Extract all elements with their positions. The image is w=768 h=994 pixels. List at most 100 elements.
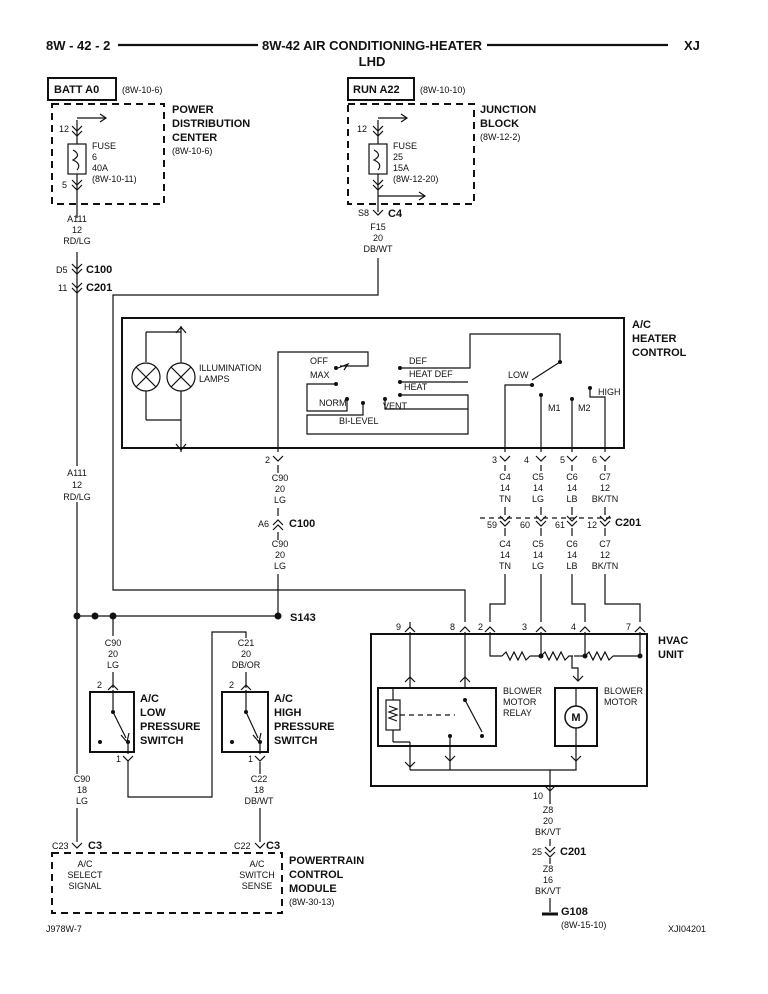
conn-c100-top: C100 [86, 264, 112, 276]
svg-text:DB/WT: DB/WT [364, 244, 393, 254]
svg-text:BK/VT: BK/VT [535, 827, 562, 837]
illumination-lamps: ILLUMINATION LAMPS [131, 326, 261, 452]
blower-wires: C4 14 TN C5 14 LG C6 14 LB C7 12 BK/TN 5… [480, 465, 641, 622]
jb-name-2: BLOCK [480, 118, 519, 130]
switch-sense-3: SENSE [242, 881, 273, 891]
svg-text:61: 61 [555, 520, 565, 530]
svg-text:20: 20 [275, 550, 285, 560]
svg-text:LG: LG [76, 796, 88, 806]
svg-text:12: 12 [600, 483, 610, 493]
svg-text:12: 12 [72, 480, 82, 490]
svg-text:1: 1 [116, 754, 121, 764]
svg-text:3: 3 [492, 455, 497, 465]
high-switch-l3: PRESSURE [274, 721, 335, 733]
svg-text:DB/OR: DB/OR [232, 660, 261, 670]
pcm-name-2: CONTROL [289, 869, 344, 881]
svg-text:HEAT: HEAT [404, 382, 428, 392]
page-number: 8W - 42 - 2 [46, 38, 110, 53]
mode-switch: OFF MAX NORM VENT BI-LEVEL DEF HEAT DEF … [277, 333, 561, 452]
page-footer: J978W-7 XJI04201 [46, 924, 706, 934]
svg-text:TN: TN [499, 561, 511, 571]
conn-c100-mid: C100 [289, 518, 315, 530]
svg-text:C23: C23 [52, 841, 69, 851]
svg-text:BK/TN: BK/TN [592, 561, 619, 571]
svg-text:16: 16 [543, 875, 553, 885]
svg-text:A6: A6 [258, 519, 269, 529]
conn-c201-bot: C201 [560, 846, 586, 858]
svg-text:2: 2 [97, 680, 102, 690]
illum-label-1: ILLUMINATION [199, 363, 261, 373]
a111-feed: A111 12 RD/LG D5 C100 11 C201 A111 12 RD… [55, 214, 112, 615]
svg-text:2: 2 [265, 455, 270, 465]
conn-c201-mid: C201 [615, 517, 641, 529]
pdc-name-2: DISTRIBUTION [172, 118, 250, 130]
hvac-title-1: HVAC [658, 635, 688, 647]
svg-text:14: 14 [533, 483, 543, 493]
control-title-1: A/C [632, 319, 651, 331]
svg-text:F15: F15 [370, 222, 386, 232]
svg-text:HEAT DEF: HEAT DEF [409, 369, 453, 379]
svg-text:14: 14 [500, 550, 510, 560]
svg-text:C22: C22 [251, 774, 268, 784]
svg-text:LG: LG [274, 495, 286, 505]
svg-text:14: 14 [500, 483, 510, 493]
batt-fuse-block: BATT A0 (8W-10-6) 12 5 FUSE 6 40A (8W-10… [47, 77, 250, 218]
svg-text:4: 4 [524, 455, 529, 465]
svg-text:25: 25 [532, 847, 542, 857]
run-label: RUN A22 [353, 84, 400, 96]
blower-switch: LOW M1 M2 HIGH [504, 360, 621, 452]
svg-text:MAX: MAX [310, 370, 330, 380]
control-title-3: CONTROL [632, 347, 687, 359]
s143-splice: S143 C90 20 LG [73, 612, 316, 688]
svg-text:C21: C21 [238, 638, 255, 648]
pcm-ref: (8W-30-13) [289, 897, 334, 907]
low-switch-l3: PRESSURE [140, 721, 201, 733]
svg-text:LOW: LOW [508, 370, 529, 380]
svg-text:LG: LG [274, 561, 286, 571]
svg-text:LG: LG [532, 494, 544, 504]
svg-text:NORM: NORM [319, 398, 347, 408]
svg-text:5: 5 [560, 455, 565, 465]
svg-text:HIGH: HIGH [598, 387, 621, 397]
relay-label-3: RELAY [503, 708, 532, 718]
svg-text:A111: A111 [67, 468, 87, 478]
svg-text:12: 12 [59, 124, 69, 134]
svg-text:18: 18 [254, 785, 264, 795]
select-signal-3: SIGNAL [68, 881, 101, 891]
svg-text:BK/VT: BK/VT [535, 886, 562, 896]
select-signal-2: SELECT [67, 870, 103, 880]
batt-fuse-l4: (8W-10-11) [92, 174, 137, 184]
relay-label-2: MOTOR [503, 697, 537, 707]
svg-text:M1: M1 [548, 403, 561, 413]
ground-label: G108 [561, 906, 588, 918]
svg-text:VENT: VENT [383, 401, 408, 411]
svg-text:Z8: Z8 [543, 805, 554, 815]
svg-text:LB: LB [566, 494, 577, 504]
svg-text:14: 14 [567, 483, 577, 493]
svg-text:BK/TN: BK/TN [592, 494, 619, 504]
run-fuse-l3: 15A [393, 163, 409, 173]
illum-label-2: LAMPS [199, 374, 230, 384]
switch-sense-1: A/C [249, 859, 265, 869]
svg-text:C5: C5 [532, 539, 544, 549]
pcm-name-3: MODULE [289, 883, 337, 895]
svg-text:RD/LG: RD/LG [63, 492, 91, 502]
pcm-feed-wires: C90 18 LG C22 18 DB/WT [74, 616, 274, 842]
f15-feed: F15 20 DB/WT [112, 222, 466, 622]
blower-motor-relay [377, 687, 497, 747]
svg-text:20: 20 [275, 484, 285, 494]
motor-label-1: BLOWER [604, 686, 644, 696]
svg-text:20: 20 [108, 649, 118, 659]
pdc-name-1: POWER [172, 104, 214, 116]
svg-text:12: 12 [600, 550, 610, 560]
run-fuse-l4: (8W-12-20) [393, 174, 438, 184]
svg-text:11: 11 [58, 283, 67, 293]
ac-low-pressure-switch: 2 1 A/C LOW PRESSURE SWITCH [89, 680, 201, 764]
ac-high-pressure-switch: 2 1 A/C HIGH PRESSURE SWITCH [221, 680, 335, 764]
run-fuse-l1: FUSE [393, 141, 417, 151]
control-title-2: HEATER [632, 333, 676, 345]
svg-text:20: 20 [543, 816, 553, 826]
svg-text:LG: LG [532, 561, 544, 571]
svg-text:C90: C90 [74, 774, 91, 784]
svg-text:1: 1 [248, 754, 253, 764]
